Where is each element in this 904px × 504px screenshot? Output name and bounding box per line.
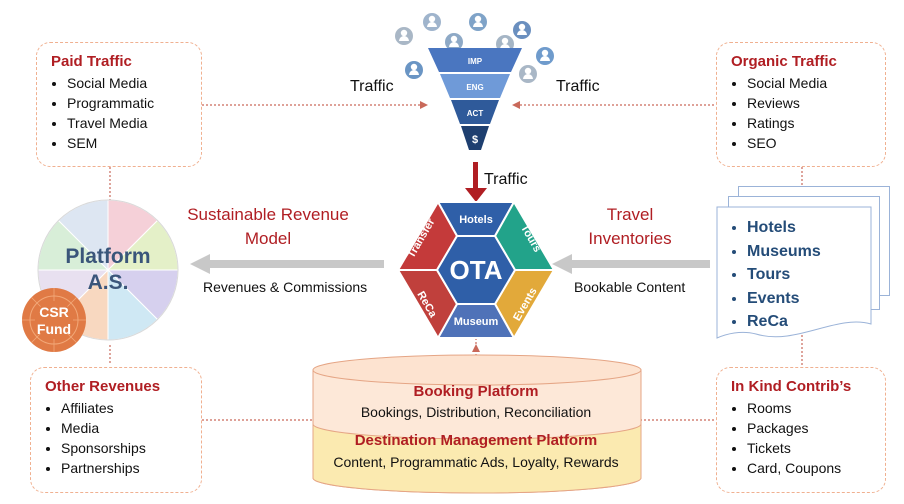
platform-database xyxy=(312,354,642,494)
other-revenues-list: Affiliates Media Sponsorships Partnershi… xyxy=(45,398,201,478)
ota-seg-museum: Museum xyxy=(454,316,499,328)
paid-traffic-box: Paid Traffic Social Media Programmatic T… xyxy=(36,42,202,167)
inventory-arrow xyxy=(552,254,710,274)
platform-name: Platform A.S. xyxy=(48,244,168,296)
funnel-stage-act xyxy=(451,100,499,124)
list-item: Media xyxy=(61,418,201,438)
ota-center: OTA xyxy=(450,255,503,285)
traffic-label-down: Traffic xyxy=(484,171,528,188)
list-item: Hotels xyxy=(747,216,821,240)
traffic-down-arrow xyxy=(465,162,487,202)
csr-line1: CSR xyxy=(39,304,69,320)
in-kind-title: In Kind Contrib’s xyxy=(731,378,852,395)
funnel-label-dollar: $ xyxy=(472,134,478,146)
list-item: Museums xyxy=(747,240,821,264)
list-item: Sponsorships xyxy=(61,438,201,458)
organic-traffic-box: Organic Traffic Social Media Reviews Rat… xyxy=(716,42,886,167)
paid-traffic-list: Social Media Programmatic Travel Media S… xyxy=(51,73,201,153)
list-item: Card, Coupons xyxy=(747,458,885,478)
list-item: Partnerships xyxy=(61,458,201,478)
csr-fund: CSR Fund xyxy=(30,304,78,338)
list-item: Packages xyxy=(747,418,885,438)
platform-name-line2: A.S. xyxy=(87,271,129,294)
booking-platform-title: Booking Platform xyxy=(413,383,539,400)
inventory-page-front xyxy=(716,206,872,339)
list-item: Tickets xyxy=(747,438,885,458)
dmp-subtitle: Content, Programmatic Ads, Loyalty, Rewa… xyxy=(333,454,619,470)
revenue-model-label: Sustainable Revenue Model xyxy=(187,205,349,248)
revenues-commissions-label: Revenues & Commissions xyxy=(203,279,368,295)
platform-name-line1: Platform xyxy=(65,245,151,268)
traffic-label-right: Traffic xyxy=(556,78,600,95)
funnel-label-imp: IMP xyxy=(468,57,483,66)
list-item: ReCa xyxy=(747,310,821,334)
other-revenues-title: Other Revenues xyxy=(45,378,161,395)
list-item: SEO xyxy=(747,133,885,153)
list-item: Programmatic xyxy=(67,93,201,113)
platform-pie xyxy=(22,199,179,352)
inventory-list: Hotels Museums Tours Events ReCa xyxy=(727,216,821,334)
travel-inventories-label: Travel Inventories xyxy=(588,205,672,248)
list-item: Social Media xyxy=(747,73,885,93)
bookable-content-label: Bookable Content xyxy=(574,279,686,295)
traffic-label-left: Traffic xyxy=(350,78,394,95)
user-icons xyxy=(395,13,554,83)
organic-traffic-title: Organic Traffic xyxy=(731,53,837,70)
list-item: Tours xyxy=(747,263,821,287)
funnel-stage-eng xyxy=(440,74,510,98)
organic-traffic-list: Social Media Reviews Ratings SEO xyxy=(731,73,885,153)
funnel-stage-dollar xyxy=(461,126,489,150)
revenue-arrow xyxy=(190,254,384,274)
in-kind-list: Rooms Packages Tickets Card, Coupons xyxy=(731,398,885,478)
funnel-stage-imp xyxy=(428,48,522,72)
booking-platform-subtitle: Bookings, Distribution, Reconciliation xyxy=(360,404,592,420)
csr-line2: Fund xyxy=(36,321,72,337)
list-item: Ratings xyxy=(747,113,885,133)
in-kind-box: In Kind Contrib’s Rooms Packages Tickets… xyxy=(716,367,886,493)
ota-hexagon: Hotels Tours Events Museum ReCa Transfer… xyxy=(396,200,556,340)
list-item: SEM xyxy=(67,133,201,153)
list-item: Reviews xyxy=(747,93,885,113)
list-item: Social Media xyxy=(67,73,201,93)
funnel-label-eng: ENG xyxy=(466,83,483,92)
funnel-label-act: ACT xyxy=(467,109,484,118)
list-item: Affiliates xyxy=(61,398,201,418)
paid-traffic-title: Paid Traffic xyxy=(51,53,132,70)
dmp-title: Destination Management Platform xyxy=(354,432,598,449)
list-item: Travel Media xyxy=(67,113,201,133)
list-item: Events xyxy=(747,287,821,311)
traffic-funnel: IMP ENG ACT $ xyxy=(395,13,554,150)
ota-seg-hotels: Hotels xyxy=(459,214,493,226)
list-item: Rooms xyxy=(747,398,885,418)
other-revenues-box: Other Revenues Affiliates Media Sponsors… xyxy=(30,367,202,493)
